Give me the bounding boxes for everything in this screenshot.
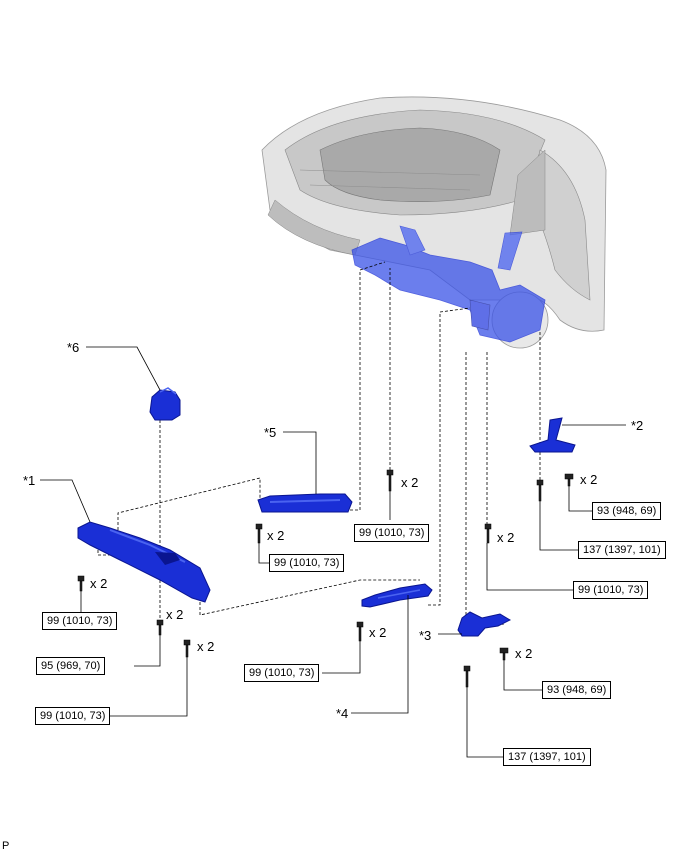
torque-spec-box: 99 (1010, 73)	[573, 581, 649, 599]
torque-spec-box: 99 (1010, 73)	[35, 707, 111, 725]
part-2-bracket	[529, 417, 576, 453]
nut-bolt-icon	[564, 473, 574, 487]
quantity-label: x 2	[197, 639, 215, 654]
quantity-label: x 2	[401, 475, 419, 490]
callout-part-6: *6	[67, 340, 80, 355]
bolt-icon	[255, 523, 263, 544]
quantity-label: x 2	[497, 530, 515, 545]
callout-part-1: *1	[23, 473, 36, 488]
callout-part-5: *5	[264, 425, 277, 440]
bolt-icon	[386, 469, 394, 492]
quantity-label: x 2	[267, 528, 285, 543]
bolt-icon	[156, 619, 164, 636]
figure-code: P	[2, 840, 10, 852]
quantity-label: x 2	[166, 607, 184, 622]
quantity-label: x 2	[515, 646, 533, 661]
part-3-bracket	[457, 611, 512, 637]
quantity-label: x 2	[580, 472, 598, 487]
torque-spec-box: 99 (1010, 73)	[354, 524, 430, 542]
bolt-icon	[356, 621, 364, 642]
bolt-icon	[183, 639, 191, 658]
callout-part-3: *3	[419, 628, 432, 643]
part-5-brace	[257, 493, 353, 513]
bolt-icon	[536, 479, 544, 502]
nut-bolt-icon	[499, 647, 509, 661]
bolts	[77, 469, 574, 688]
vehicle-engine-bay-illustration	[261, 96, 607, 349]
leader-lines	[40, 346, 626, 758]
torque-spec-box: 93 (948, 69)	[542, 681, 612, 699]
torque-spec-box: 99 (1010, 73)	[244, 664, 320, 682]
installed-front-suspension-member	[351, 225, 546, 343]
bolt-icon	[77, 575, 85, 592]
bolt-icon	[484, 523, 492, 544]
quantity-label: x 2	[90, 576, 108, 591]
part-1-crossmember	[77, 521, 211, 603]
bolt-icon	[463, 665, 471, 688]
torque-spec-box: 137 (1397, 101)	[578, 541, 666, 559]
torque-spec-box: 93 (948, 69)	[592, 502, 662, 520]
torque-spec-box: 137 (1397, 101)	[503, 748, 591, 766]
torque-spec-box: 99 (1010, 73)	[42, 612, 118, 630]
torque-spec-box: 99 (1010, 73)	[269, 554, 345, 572]
part-4-brace	[361, 583, 433, 608]
quantity-label: x 2	[369, 625, 387, 640]
part-6-cushion	[149, 387, 181, 421]
callout-part-2: *2	[631, 418, 644, 433]
callout-part-4: *4	[336, 706, 349, 721]
torque-spec-box: 95 (969, 70)	[36, 657, 106, 675]
